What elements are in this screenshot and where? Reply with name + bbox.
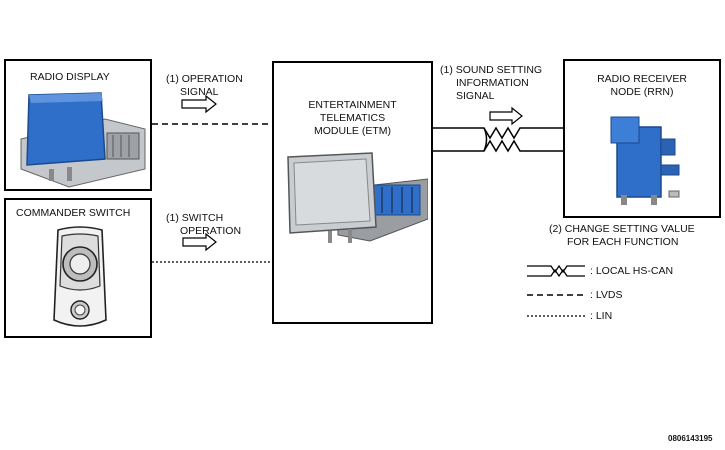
etm-label-line-2: TELEMATICS [319, 112, 386, 124]
hs-can-line [433, 126, 563, 153]
commander-switch-box: COMMANDER SWITCH [4, 198, 152, 338]
rrn-label-line-1: RADIO RECEIVER [597, 73, 687, 85]
switch-operation-line-1: (1) SWITCH [166, 212, 224, 224]
legend-hs-can-symbol [527, 264, 585, 278]
legend-hs-can-label: : LOCAL HS-CAN [590, 265, 674, 277]
operation-arrow [181, 94, 217, 114]
figure-code: 0806143195 [668, 434, 713, 443]
sound-setting-line-3: SIGNAL [456, 90, 495, 102]
operation-signal-line-1: (1) OPERATION [166, 73, 243, 85]
change-setting-line-1: (2) CHANGE SETTING VALUE [549, 223, 695, 235]
radio-display-device-image [20, 92, 146, 188]
change-setting-line-2: FOR EACH FUNCTION [567, 236, 679, 248]
etm-device-image [287, 152, 428, 243]
commander-switch-label: COMMANDER SWITCH [16, 207, 131, 219]
sound-setting-line-2: INFORMATION [456, 77, 529, 89]
commander-switch-device-image [53, 226, 107, 327]
rrn-box: RADIO RECEIVER NODE (RRN) [563, 59, 721, 218]
switch-arrow [182, 232, 217, 252]
switch-operation-label: (1) SWITCH OPERATION [166, 212, 241, 238]
operation-signal-label: (1) OPERATION SIGNAL [166, 73, 243, 99]
rrn-label-line-2: NODE (RRN) [610, 86, 674, 98]
etm-label-line-3: MODULE (ETM) [314, 125, 391, 137]
rrn-label: RADIO RECEIVER NODE (RRN) [565, 73, 719, 99]
sound-setting-line-1: (1) SOUND SETTING [440, 64, 543, 76]
rrn-device-image [610, 116, 680, 205]
etm-label: ENTERTAINMENT TELEMATICS MODULE (ETM) [274, 99, 431, 138]
switch-operation-line-2: OPERATION [180, 225, 242, 237]
radio-display-label: RADIO DISPLAY [30, 71, 110, 83]
change-setting-label: (2) CHANGE SETTING VALUE FOR EACH FUNCTI… [549, 223, 695, 249]
legend-lvds-label: : LVDS [590, 289, 623, 301]
etm-box: ENTERTAINMENT TELEMATICS MODULE (ETM) [272, 61, 433, 324]
sound-arrow [489, 106, 523, 126]
operation-signal-line-2: SIGNAL [180, 86, 219, 98]
radio-display-box: RADIO DISPLAY [4, 59, 152, 191]
sound-setting-label: (1) SOUND SETTING INFORMATION SIGNAL [440, 64, 542, 103]
etm-label-line-1: ENTERTAINMENT [308, 99, 397, 111]
legend-lin-label: : LIN [590, 310, 613, 322]
